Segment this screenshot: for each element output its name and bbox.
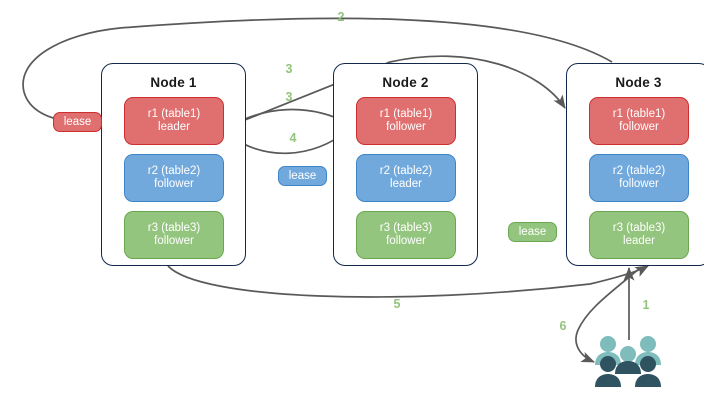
replica-role: follower [386, 121, 426, 133]
replica-r2[interactable]: r2 (table2) follower [589, 154, 689, 202]
step-label-3-lower: 3 [285, 90, 293, 104]
step-label-1: 1 [642, 298, 650, 312]
replica-role: leader [390, 178, 422, 190]
lease-badge-r1[interactable]: lease [53, 112, 102, 132]
replica-role: leader [623, 235, 655, 247]
replica-role: leader [158, 121, 190, 133]
users-icon [592, 334, 664, 390]
replica-r3[interactable]: r3 (table3) leader [589, 211, 689, 259]
node-container-3[interactable]: Node 3 r1 (table1) follower r2 (table2) … [566, 63, 704, 266]
replica-role: follower [619, 178, 659, 190]
step-label-5: 5 [393, 297, 401, 311]
replica-id: r1 (table1) [379, 107, 433, 120]
step-label-3-upper: 3 [285, 62, 293, 76]
replica-role: follower [386, 235, 426, 247]
node-title: Node 2 [382, 75, 429, 90]
replica-role: follower [154, 235, 194, 247]
lease-badge-r2[interactable]: lease [278, 166, 327, 186]
replica-id: r3 (table3) [612, 221, 666, 234]
node-title: Node 3 [615, 75, 662, 90]
replica-r1[interactable]: r1 (table1) leader [124, 97, 224, 145]
replica-r2[interactable]: r2 (table2) leader [356, 154, 456, 202]
replica-r2[interactable]: r2 (table2) follower [124, 154, 224, 202]
node-title: Node 1 [150, 75, 197, 90]
step-label-2: 2 [337, 10, 345, 24]
step-label-6: 6 [559, 319, 567, 333]
replica-id: r3 (table3) [147, 221, 201, 234]
lease-label: lease [518, 226, 547, 238]
replica-id: r3 (table3) [379, 221, 433, 234]
replica-role: follower [154, 178, 194, 190]
replica-id: r2 (table2) [147, 164, 201, 177]
node-container-2[interactable]: Node 2 r1 (table1) follower r2 (table2) … [333, 63, 478, 266]
replica-r3[interactable]: r3 (table3) follower [124, 211, 224, 259]
replica-id: r2 (table2) [612, 164, 666, 177]
lease-label: lease [63, 116, 92, 128]
replica-role: follower [619, 121, 659, 133]
lease-label: lease [288, 170, 317, 182]
replica-id: r2 (table2) [379, 164, 433, 177]
lease-badge-r3[interactable]: lease [508, 222, 557, 242]
replica-r3[interactable]: r3 (table3) follower [356, 211, 456, 259]
replica-r1[interactable]: r1 (table1) follower [589, 97, 689, 145]
replica-id: r1 (table1) [147, 107, 201, 120]
replica-r1[interactable]: r1 (table1) follower [356, 97, 456, 145]
replica-id: r1 (table1) [612, 107, 666, 120]
arrow-step-5 [167, 265, 649, 298]
step-label-4: 4 [289, 131, 297, 145]
node-container-1[interactable]: Node 1 r1 (table1) leader r2 (table2) fo… [101, 63, 246, 266]
